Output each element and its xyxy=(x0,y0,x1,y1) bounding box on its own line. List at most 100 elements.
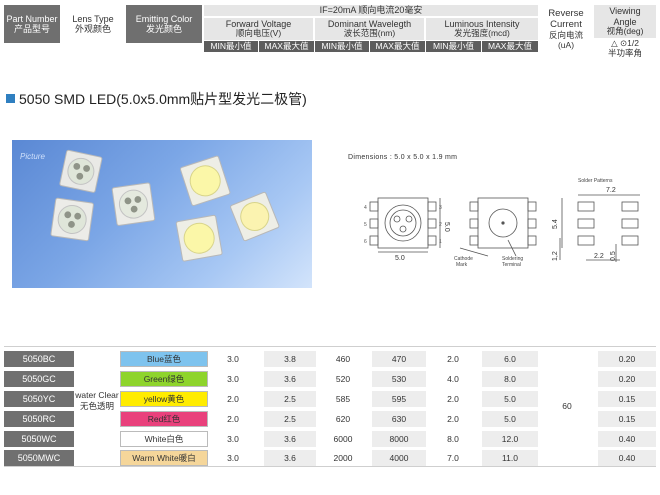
header-lens-type-cn: 外观颜色 xyxy=(74,24,111,34)
top-view xyxy=(369,197,441,253)
header-viewing-angle-sym: △ ⊙1/2 半功率角 xyxy=(594,38,656,59)
solder-pattern xyxy=(559,194,640,262)
min-label-wl: MIN最小值 xyxy=(315,41,369,52)
iv-min-cell: 4.0 xyxy=(447,374,459,384)
header-dominant-wavelength-en: Dominant Wavelegth xyxy=(327,18,412,29)
header-condition-text: IF=20mA 顺向电流20毫安 xyxy=(319,5,423,16)
wl-max-cell: 530 xyxy=(372,371,426,387)
soldering-label: Soldering xyxy=(502,256,523,262)
emitting-color-cell: Blue蓝色 xyxy=(120,351,208,367)
pin-label-5: 5 xyxy=(364,222,367,228)
viewing-angle-cell: 0.15 xyxy=(598,391,656,407)
header-part-number-en: Part Number xyxy=(6,13,58,24)
wl-max-cell: 8000 xyxy=(372,431,426,447)
part-number-cell: 5050RC xyxy=(4,411,74,427)
emitting-color-cell: Green绿色 xyxy=(120,371,208,387)
header-reverse-current-2: Current xyxy=(550,19,582,31)
spec-table: water Clear 无色透明 60 5050BC Blue蓝色 3.0 3.… xyxy=(0,346,660,467)
section-title: 5050 SMD LED(5.0x5.0mm贴片型发光二极管) xyxy=(19,91,307,107)
wl-max-cell: 4000 xyxy=(372,450,426,466)
header-viewing-angle-sym-cn: 半功率角 xyxy=(607,48,642,58)
header-viewing-angle-1: Viewing xyxy=(609,6,641,17)
header-condition: IF=20mA 顺向电流20毫安 xyxy=(204,5,538,17)
iv-min-cell: 2.0 xyxy=(447,414,459,424)
header-lens-type: Lens Type 外观颜色 xyxy=(62,5,124,43)
iv-max-cell: 5.0 xyxy=(482,411,538,427)
header-forward-voltage-cn: 顺向电压(V) xyxy=(235,28,282,39)
dim-height-top: 5.0 xyxy=(443,222,450,232)
header-reverse-current: Reverse Current 反向电流 (uA) xyxy=(540,5,592,55)
led-package-3 xyxy=(111,182,156,226)
min-label-iv: MIN最小值 xyxy=(426,41,481,52)
dimensions-title: Dimensions : 5.0 x 5.0 x 1.9 mm xyxy=(348,154,458,161)
vf-min-cell: 3.0 xyxy=(227,434,239,444)
wl-min-cell: 520 xyxy=(335,374,351,384)
mark-label: Mark xyxy=(456,262,468,268)
led-package-2 xyxy=(50,197,94,242)
header-viewing-angle: Viewing Angle 视角(deg) xyxy=(594,5,656,38)
iv-min-cell: 7.0 xyxy=(447,453,459,463)
header-lens-type-en: Lens Type xyxy=(72,13,114,24)
vf-min-cell: 2.0 xyxy=(227,394,239,404)
part-number-cell: 5050YC xyxy=(4,391,74,407)
header-emitting-color-en: Emitting Color xyxy=(135,13,193,24)
header-reverse-current-unit: (uA) xyxy=(557,39,575,50)
vf-max-cell: 3.6 xyxy=(264,431,316,447)
viewing-angle-cell: 0.15 xyxy=(598,411,656,427)
part-number-cell: 5050BC xyxy=(4,351,74,367)
header-reverse-current-cn: 反向电流 xyxy=(548,30,583,41)
dimension-drawing: 4 5 6 3 2 1 5.0 5.0 Cathode Mark Solderi… xyxy=(364,178,640,268)
wl-min-cell: 620 xyxy=(335,414,351,424)
product-photo xyxy=(12,140,312,288)
iv-min-cell: 8.0 xyxy=(447,434,459,444)
vf-min-cell: 3.0 xyxy=(227,374,239,384)
vf-min-cell: 3.0 xyxy=(227,453,239,463)
vf-max-cell: 3.6 xyxy=(264,371,316,387)
min-label-vf: MIN最小值 xyxy=(204,41,258,52)
dim-2-2: 2.2 xyxy=(594,253,604,260)
lens-type-cell: water Clear 无色透明 xyxy=(74,376,120,426)
cathode-label: Cathode xyxy=(454,256,473,262)
emitting-color-cell: Red红色 xyxy=(120,411,208,427)
dim-0-5: 0.5 xyxy=(610,251,617,261)
wl-max-cell: 470 xyxy=(372,351,426,367)
header-viewing-angle-sym-text: △ ⊙1/2 xyxy=(611,38,639,49)
iv-max-cell: 8.0 xyxy=(482,371,538,387)
pin-label-6: 6 xyxy=(364,239,367,245)
led-package-5 xyxy=(175,214,223,262)
part-number-cell: 5050GC xyxy=(4,371,74,387)
lens-type-en: water Clear xyxy=(75,389,119,400)
vf-min-cell: 2.0 xyxy=(227,414,239,424)
section-marker xyxy=(6,94,15,103)
wl-min-cell: 585 xyxy=(335,394,351,404)
part-number-cell: 5050WC xyxy=(4,431,74,447)
wl-min-cell: 6000 xyxy=(333,434,353,444)
pin-label-1: 1 xyxy=(439,239,442,245)
viewing-angle-cell: 0.40 xyxy=(598,450,656,466)
header-part-number: Part Number 产品型号 xyxy=(4,5,60,43)
solder-patterns-label: Solder Patterns xyxy=(578,178,613,184)
led-photo-illustration xyxy=(50,149,280,262)
row-divider xyxy=(4,466,656,467)
vf-max-cell: 2.5 xyxy=(264,391,316,407)
iv-min-cell: 2.0 xyxy=(447,394,459,404)
header-luminous-intensity: Luminous Intensity 发光强度(mcd) xyxy=(426,18,538,40)
pin-label-4: 4 xyxy=(364,205,367,211)
pin-label-3: 3 xyxy=(439,205,442,211)
header-dominant-wavelength-cn: 波长范围(nm) xyxy=(343,28,396,39)
vf-min-cell: 3.0 xyxy=(227,354,239,364)
emitting-color-cell: yellow黄色 xyxy=(120,391,208,407)
iv-min-cell: 2.0 xyxy=(447,354,459,364)
max-label-vf: MAX最大值 xyxy=(259,41,314,52)
viewing-angle-cell: 0.20 xyxy=(598,371,656,387)
header-viewing-angle-cn: 视角(deg) xyxy=(606,25,644,36)
led-package-1 xyxy=(59,149,103,193)
led-package-4 xyxy=(180,155,231,207)
header-reverse-current-1: Reverse xyxy=(548,8,584,20)
header-part-number-cn: 产品型号 xyxy=(13,24,50,34)
viewing-angle-cell: 0.20 xyxy=(598,351,656,367)
emitting-color-cell: Warm White暖白 xyxy=(120,450,208,466)
header-forward-voltage-en: Forward Voltage xyxy=(225,18,292,29)
vf-max-cell: 3.8 xyxy=(264,351,316,367)
wl-max-cell: 595 xyxy=(372,391,426,407)
